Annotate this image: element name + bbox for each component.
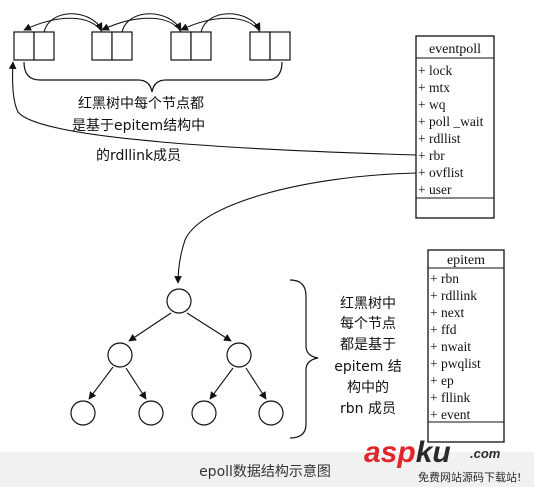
epitem-field: + ep bbox=[430, 373, 454, 388]
tree-note-line: rbn 成员 bbox=[340, 401, 396, 417]
epitem-field: + event bbox=[430, 407, 470, 422]
tree-leaf-node bbox=[70, 400, 96, 426]
rdllist-linked-list bbox=[13, 31, 291, 61]
red-black-tree-edges bbox=[88, 312, 267, 400]
figure-caption: epoll数据结构示意图 bbox=[199, 463, 331, 480]
watermark-logo: aspku .com 免费网站源码下载站! bbox=[364, 436, 521, 484]
watermark-brand-part2: ku bbox=[416, 436, 451, 469]
tree-annotation: 红黑树中 每个节点 都是基于 epitem 结 构中的 rbn 成员 bbox=[334, 296, 402, 417]
list-node bbox=[249, 31, 291, 61]
watermark-tld: .com bbox=[470, 446, 501, 461]
tree-leaf-node bbox=[191, 400, 217, 426]
tree-node bbox=[226, 342, 252, 368]
tree-leaf-node bbox=[138, 400, 164, 426]
watermark-tagline: 免费网站源码下载站! bbox=[418, 470, 521, 484]
epitem-fields: + rbn + rdllink + next + ffd + nwait + pwqlis… bbox=[430, 271, 481, 422]
epitem-field: + rdllink bbox=[430, 288, 477, 303]
list-link-arrows bbox=[23, 13, 261, 33]
red-black-tree-nodes bbox=[70, 288, 284, 426]
list-brace bbox=[23, 61, 283, 93]
svg-text:aspku: aspku bbox=[364, 436, 451, 469]
list-node bbox=[91, 31, 133, 61]
eventpoll-field: + mtx bbox=[418, 80, 450, 95]
tree-leaf-node bbox=[258, 400, 284, 426]
eventpoll-field: + rbr bbox=[418, 148, 445, 163]
eventpoll-field: + poll _wait bbox=[418, 114, 484, 129]
list-node bbox=[13, 31, 55, 61]
eventpoll-struct: eventpoll + lock + mtx + wq + poll _wait + r… bbox=[415, 35, 495, 219]
tree-note-line: epitem 结 bbox=[334, 359, 402, 375]
tree-node bbox=[107, 342, 133, 368]
eventpoll-fields: + lock + mtx + wq + poll _wait + rdllist + rb… bbox=[418, 63, 484, 197]
tree-note-line: 构中的 bbox=[347, 380, 389, 396]
eventpoll-field: + rdllist bbox=[418, 131, 461, 146]
eventpoll-field: + user bbox=[418, 182, 452, 197]
tree-root-node bbox=[166, 288, 192, 314]
eventpoll-field: + ovflist bbox=[418, 165, 464, 180]
epitem-field: + ffd bbox=[430, 322, 457, 337]
list-note-line: 的rdllink成员 bbox=[96, 148, 181, 164]
epitem-field: + next bbox=[430, 305, 464, 320]
watermark-brand-part1: asp bbox=[364, 436, 416, 469]
epitem-field: + pwqlist bbox=[430, 356, 481, 371]
eventpoll-field: + wq bbox=[418, 97, 446, 112]
epitem-field: + nwait bbox=[430, 339, 471, 354]
epitem-field: + fllink bbox=[430, 390, 470, 405]
tree-note-line: 每个节点 bbox=[340, 316, 396, 332]
eventpoll-title: eventpoll bbox=[429, 42, 481, 57]
epitem-title: epitem bbox=[447, 253, 485, 268]
list-annotation: 红黑树中每个节点都 是基于epitem结构中 的rdllink成员 bbox=[72, 96, 205, 164]
tree-note-line: 都是基于 bbox=[340, 336, 396, 353]
rbr-pointer-arrow bbox=[174, 172, 417, 284]
list-node bbox=[170, 31, 212, 61]
list-note-line: 红黑树中每个节点都 bbox=[78, 96, 204, 112]
caption-band bbox=[0, 452, 534, 487]
rdllist-pointer-arrow bbox=[8, 61, 417, 156]
epitem-struct: epitem + rbn+ rdllink+ next+ ffd+ nwait+… bbox=[427, 249, 505, 443]
tree-brace bbox=[289, 279, 319, 439]
tree-note-line: 红黑树中 bbox=[340, 296, 396, 312]
eventpoll-field: + lock bbox=[418, 63, 452, 78]
epitem-field: + rbn bbox=[430, 271, 459, 286]
list-note-line: 是基于epitem结构中 bbox=[72, 117, 205, 134]
